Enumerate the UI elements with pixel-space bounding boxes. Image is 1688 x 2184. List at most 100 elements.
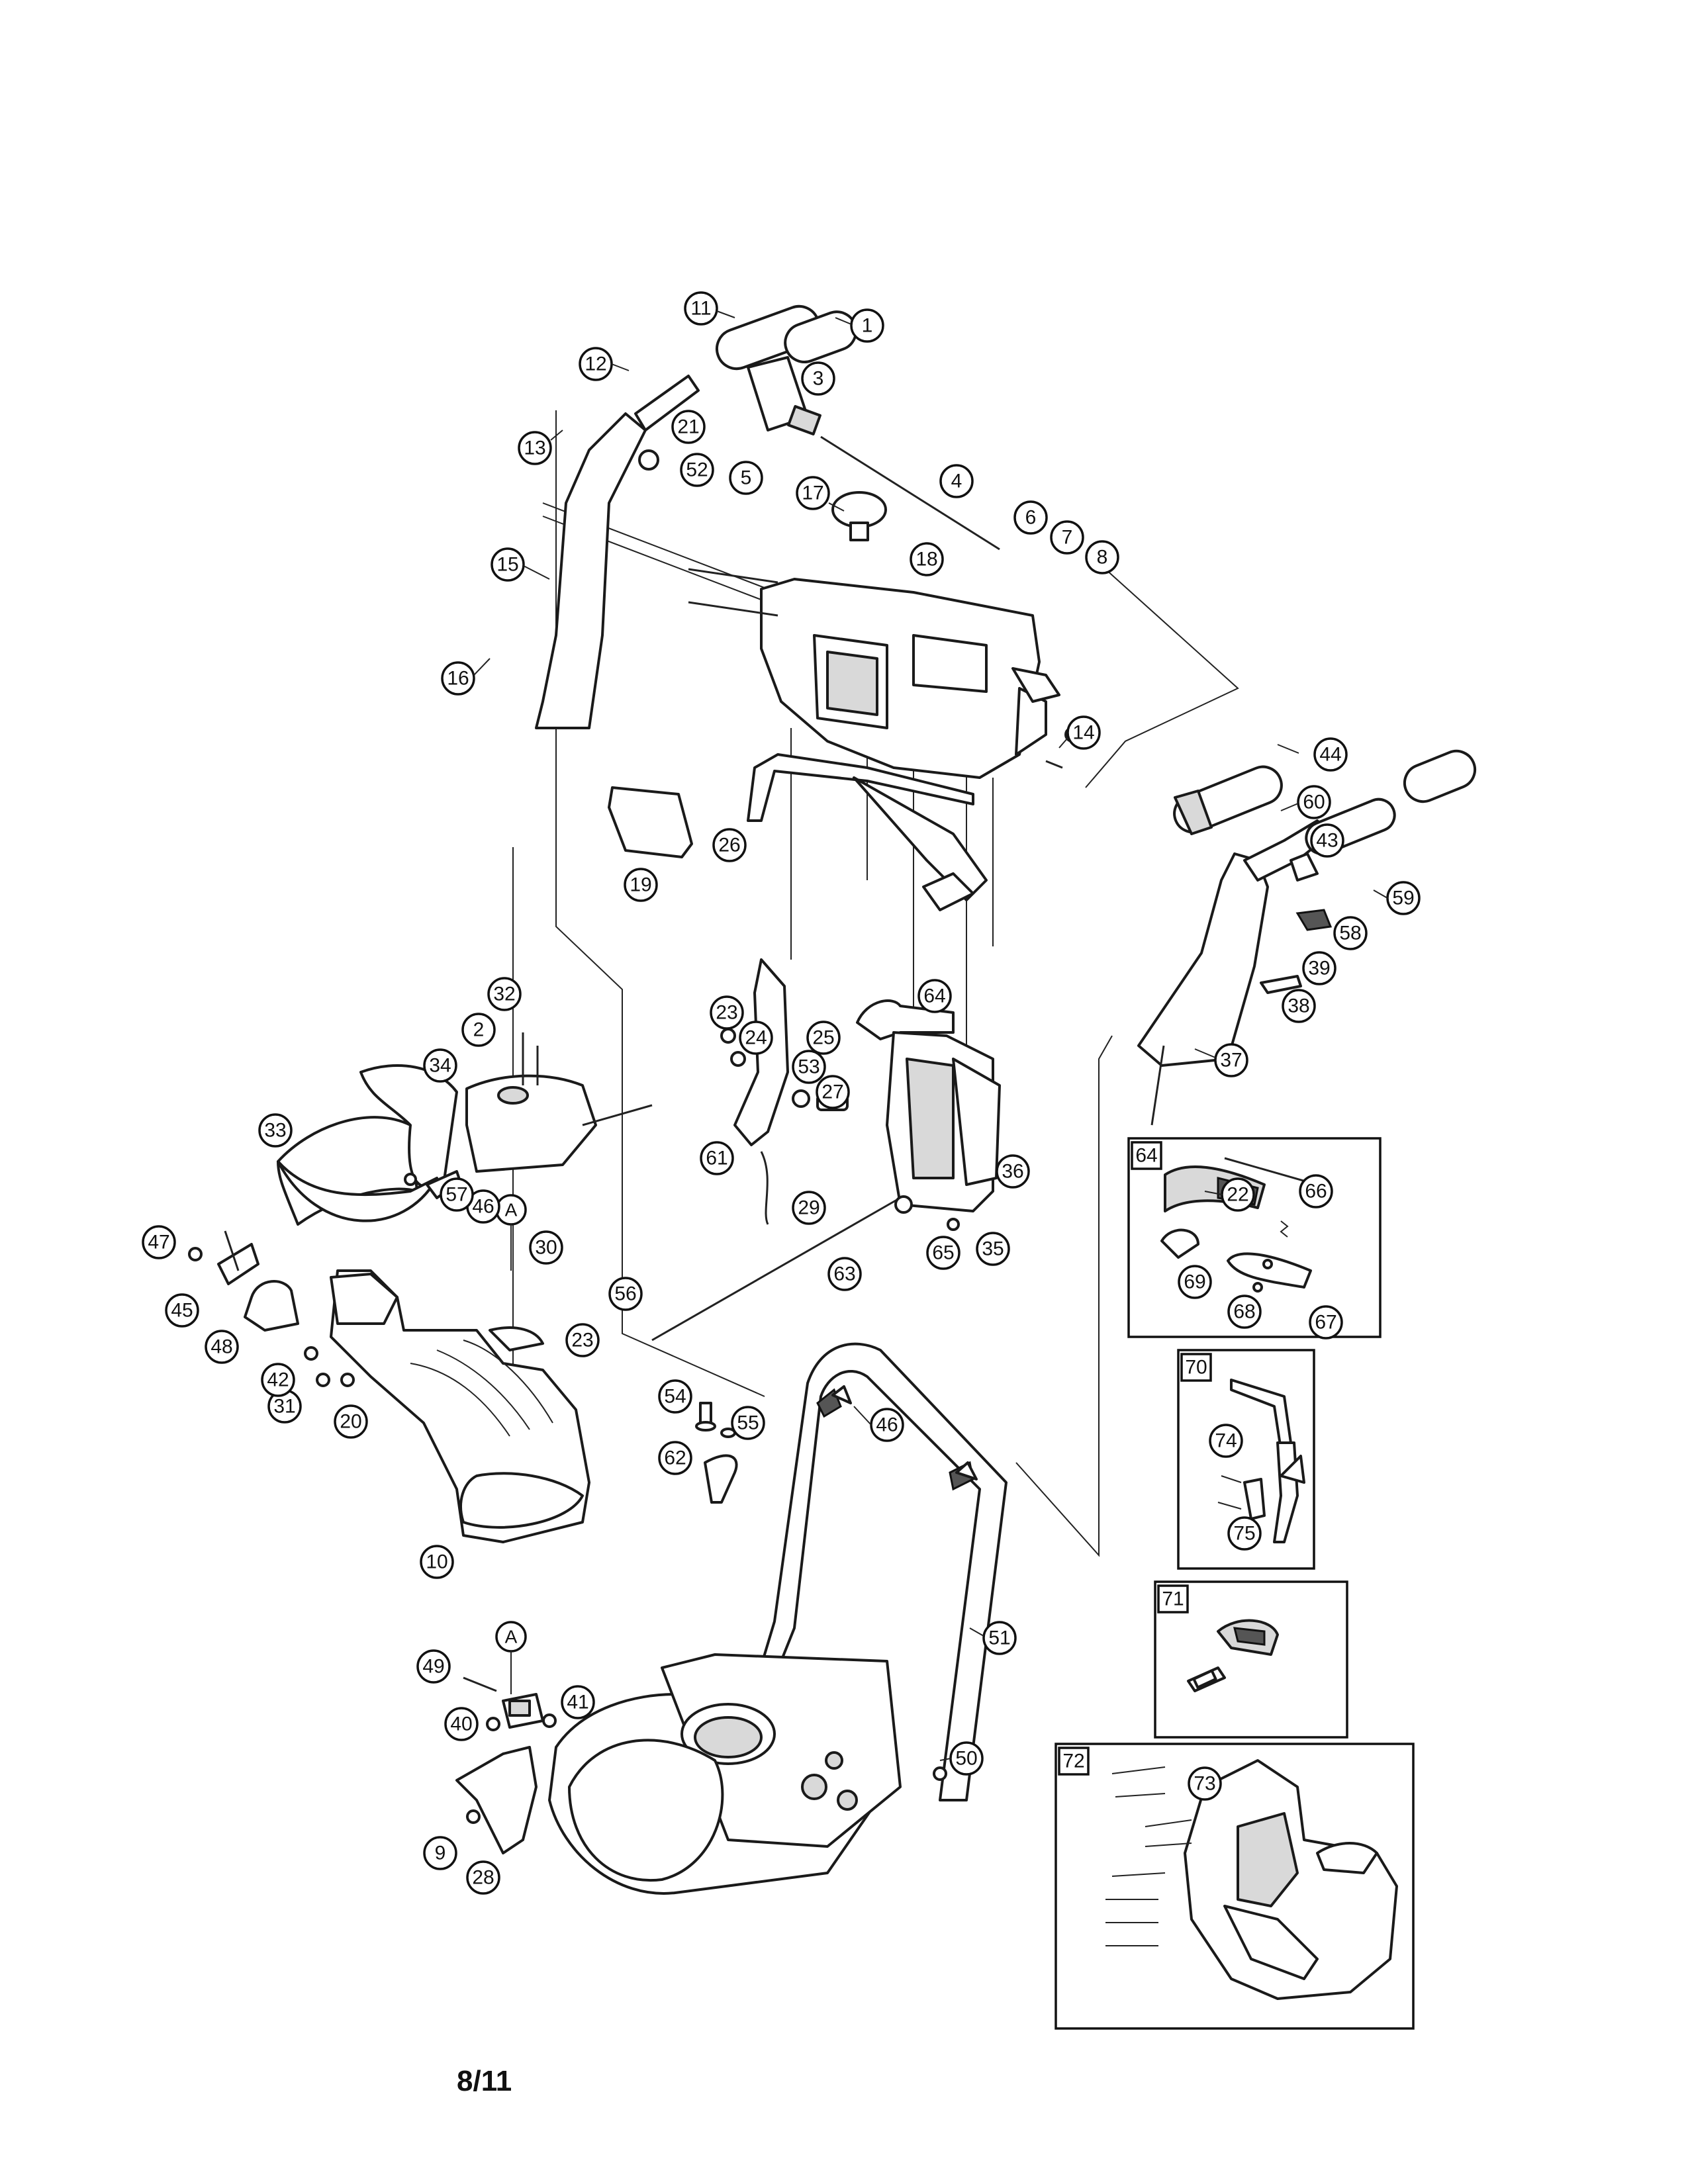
svg-text:65: 65 — [932, 1242, 954, 1264]
callout-39: 39 — [1302, 951, 1336, 985]
svg-text:32: 32 — [493, 983, 515, 1005]
detail-box-label-72: 72 — [1058, 1747, 1090, 1776]
svg-text:17: 17 — [802, 482, 823, 504]
callout-63: 63 — [827, 1257, 862, 1291]
callout-28: 28 — [466, 1860, 500, 1895]
svg-text:61: 61 — [706, 1148, 727, 1169]
callout-27: 27 — [816, 1075, 850, 1109]
svg-text:63: 63 — [833, 1263, 855, 1285]
svg-text:69: 69 — [1184, 1271, 1205, 1293]
callout-10: 10 — [420, 1545, 454, 1579]
svg-text:47: 47 — [148, 1232, 169, 1253]
callout-20: 20 — [334, 1404, 368, 1439]
callout-40: 40 — [444, 1707, 479, 1741]
callout-3: 3 — [801, 361, 835, 396]
callout-50: 50 — [949, 1741, 984, 1776]
callout-52: 52 — [680, 453, 714, 487]
svg-text:5: 5 — [741, 467, 752, 489]
svg-text:21: 21 — [677, 416, 699, 438]
callout-55: 55 — [731, 1406, 765, 1440]
callout-60: 60 — [1297, 785, 1331, 819]
callout-13: 13 — [518, 431, 552, 465]
svg-text:58: 58 — [1339, 923, 1361, 944]
svg-text:33: 33 — [264, 1120, 286, 1142]
upper-handle-left — [535, 304, 1000, 729]
svg-text:68: 68 — [1233, 1301, 1255, 1323]
reference-mark-a-lower: A — [495, 1621, 527, 1653]
callout-61: 61 — [700, 1141, 734, 1175]
callout-57: 57 — [440, 1177, 474, 1212]
callout-51: 51 — [982, 1621, 1017, 1655]
auger-housing — [548, 1653, 902, 1895]
callout-7: 7 — [1050, 520, 1084, 555]
svg-text:56: 56 — [614, 1283, 636, 1305]
callout-8: 8 — [1085, 540, 1119, 574]
chute-deflector — [277, 1064, 458, 1226]
callout-54: 54 — [658, 1379, 692, 1414]
reference-mark-a-upper: A — [495, 1194, 527, 1226]
svg-text:11: 11 — [690, 298, 711, 320]
callout-11: 11 — [684, 291, 718, 326]
callout-24: 24 — [739, 1021, 773, 1055]
callout-18: 18 — [910, 542, 944, 576]
chute-head — [465, 1032, 653, 1173]
callout-67: 67 — [1309, 1305, 1343, 1340]
svg-text:A: A — [505, 1200, 518, 1220]
svg-text:9: 9 — [435, 1843, 446, 1864]
callout-15: 15 — [491, 547, 525, 582]
svg-text:14: 14 — [1072, 722, 1094, 744]
shift-housing — [651, 1031, 1001, 1342]
callout-45: 45 — [165, 1293, 199, 1328]
svg-text:25: 25 — [812, 1027, 834, 1049]
svg-text:6: 6 — [1025, 507, 1037, 529]
detail-box-label-70: 70 — [1180, 1353, 1212, 1382]
svg-text:2: 2 — [473, 1019, 485, 1041]
callout-25: 25 — [806, 1021, 841, 1055]
svg-text:24: 24 — [745, 1027, 767, 1049]
callout-22: 22 — [1221, 1177, 1255, 1212]
callout-59: 59 — [1386, 881, 1421, 915]
chute-mount-bracket — [455, 1676, 557, 1854]
svg-text:41: 41 — [567, 1692, 588, 1713]
callout-37: 37 — [1214, 1043, 1248, 1077]
discharge-chute — [330, 1269, 590, 1543]
svg-text:38: 38 — [1288, 995, 1309, 1017]
svg-text:71: 71 — [1162, 1588, 1184, 1610]
svg-text:46: 46 — [876, 1414, 898, 1436]
svg-text:46: 46 — [472, 1196, 494, 1218]
svg-text:3: 3 — [813, 368, 824, 390]
svg-text:22: 22 — [1227, 1184, 1248, 1206]
svg-text:45: 45 — [171, 1300, 193, 1322]
svg-text:7: 7 — [1062, 527, 1073, 549]
callout-53: 53 — [792, 1050, 826, 1084]
callout-30: 30 — [529, 1230, 563, 1265]
detail-box-label-64: 64 — [1131, 1141, 1162, 1170]
page-number: 8/11 — [457, 2065, 512, 2097]
callout-42: 42 — [261, 1363, 295, 1397]
callout-75: 75 — [1227, 1516, 1262, 1551]
callout-46a: 46 — [466, 1189, 500, 1224]
svg-text:60: 60 — [1303, 792, 1325, 813]
svg-text:64: 64 — [1135, 1145, 1157, 1167]
svg-text:37: 37 — [1220, 1050, 1242, 1071]
callout-43: 43 — [1310, 823, 1344, 858]
callout-21: 21 — [671, 410, 706, 444]
svg-text:34: 34 — [429, 1055, 451, 1077]
callout-64: 64 — [917, 979, 952, 1013]
svg-text:57: 57 — [445, 1184, 467, 1206]
svg-text:44: 44 — [1319, 744, 1341, 766]
svg-text:70: 70 — [1185, 1357, 1207, 1379]
detail-box-72 — [1055, 1743, 1415, 2030]
svg-text:36: 36 — [1002, 1161, 1023, 1183]
callout-56: 56 — [608, 1277, 643, 1311]
callout-16: 16 — [441, 661, 475, 696]
svg-text:30: 30 — [535, 1237, 557, 1259]
svg-text:75: 75 — [1233, 1523, 1255, 1545]
callout-46b: 46 — [870, 1408, 904, 1442]
svg-text:20: 20 — [340, 1411, 361, 1433]
svg-text:27: 27 — [821, 1081, 843, 1103]
svg-text:26: 26 — [718, 835, 740, 856]
callout-26: 26 — [712, 828, 747, 862]
svg-text:52: 52 — [686, 459, 708, 481]
